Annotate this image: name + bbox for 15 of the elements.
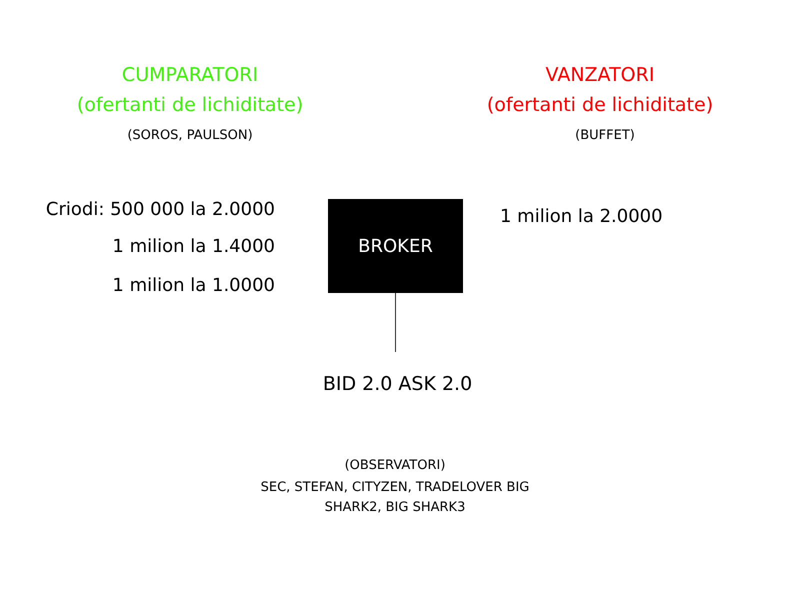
group-subtitle: (ofertanti de lichiditate)	[486, 94, 714, 116]
group-subtitle: (ofertanti de lichiditate)	[76, 94, 304, 116]
observers-heading: (OBSERVATORI)	[344, 458, 446, 473]
connector-line	[395, 292, 396, 352]
participant-list: (SOROS, PAULSON)	[100, 128, 280, 143]
observers-list: SEC, STEFAN, CITYZEN, TRADELOVER BIG SHARK2, BIG SHARK3	[250, 478, 540, 518]
group-heading: CUMPARATORI	[120, 64, 260, 86]
order-text: 1 milion la 1.0000	[111, 275, 275, 296]
quote-text: BID 2.0 ASK 2.0	[300, 370, 495, 398]
order-text: 1 milion la 1.4000	[111, 236, 275, 257]
order-text: Criodi: 500 000 la 2.0000	[44, 199, 275, 220]
group-heading: VANZATORI	[544, 64, 656, 86]
order-text: 1 milion la 2.0000	[500, 206, 664, 227]
broker-box: BROKER	[328, 199, 463, 293]
participant-list: (BUFFET)	[520, 128, 690, 143]
